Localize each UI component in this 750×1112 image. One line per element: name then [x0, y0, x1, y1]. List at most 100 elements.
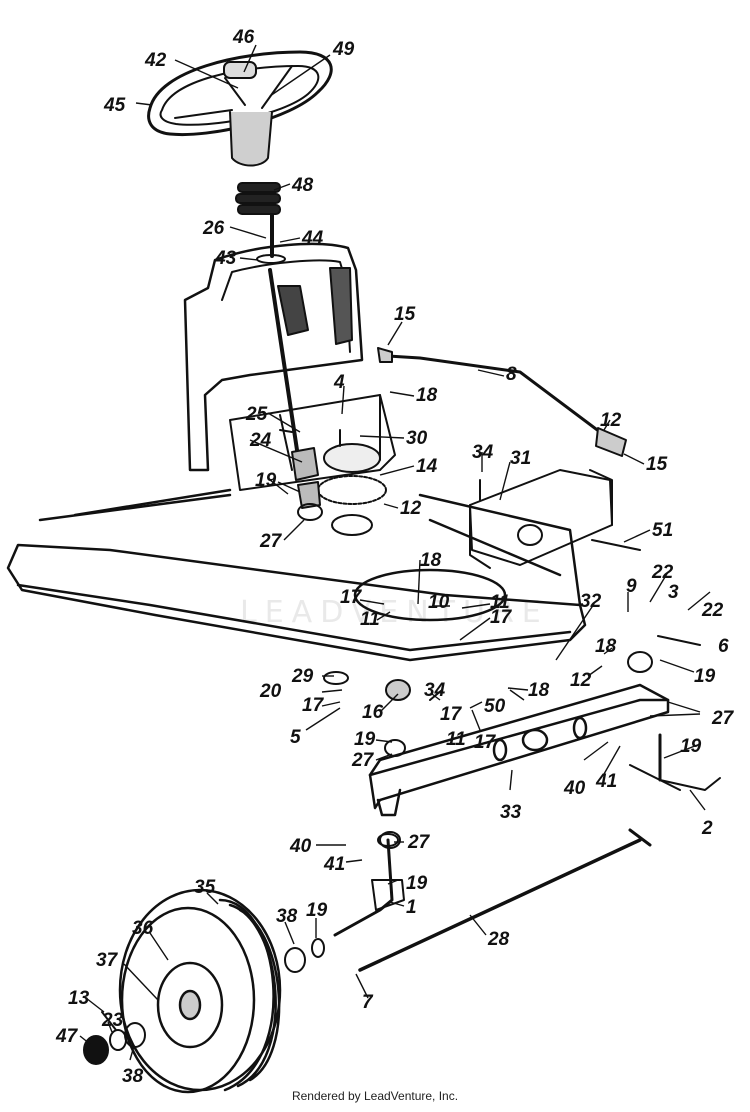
label-6: 6 — [718, 636, 729, 657]
label-8: 8 — [506, 364, 517, 385]
label-17-deck-b: 17 — [490, 607, 513, 628]
hub-bearing — [124, 1022, 146, 1048]
steering-spring — [235, 182, 281, 215]
footer-credit: Rendered by LeadVenture, Inc. — [291, 1089, 459, 1103]
label-19-lower: 19 — [406, 873, 428, 894]
hub-washer — [109, 1029, 127, 1051]
bushing-27-right — [627, 651, 653, 673]
label-18-right: 18 — [595, 636, 617, 657]
label-19-far-right: 19 — [680, 736, 702, 757]
axle-bracket — [469, 469, 613, 569]
spacer-29 — [323, 671, 349, 685]
label-7: 7 — [362, 992, 374, 1013]
label-40-left: 40 — [289, 836, 312, 857]
front-axle — [368, 683, 670, 817]
label-12-right: 12 — [570, 670, 592, 691]
sector-gear — [317, 443, 387, 536]
label-38-right: 38 — [276, 906, 298, 927]
bushing-27-lower — [379, 831, 401, 849]
label-45: 45 — [103, 95, 126, 116]
label-42: 42 — [144, 50, 167, 71]
label-12-upper: 12 — [400, 498, 422, 519]
label-27-mid: 27 — [351, 750, 375, 771]
label-40-right: 40 — [563, 778, 586, 799]
label-17-lower: 17 — [440, 704, 463, 725]
label-4: 4 — [333, 372, 345, 393]
label-41-right: 41 — [595, 771, 617, 792]
label-14: 14 — [416, 456, 438, 477]
label-27-lower: 27 — [407, 832, 431, 853]
label-1: 1 — [406, 897, 417, 918]
label-49: 49 — [332, 39, 355, 60]
shaft-washer — [256, 254, 286, 264]
label-26: 26 — [202, 218, 225, 239]
label-3: 3 — [668, 582, 679, 603]
label-31: 31 — [510, 448, 531, 469]
label-19-axle: 19 — [306, 900, 328, 921]
bushing-27 — [384, 739, 406, 757]
label-34-lower: 34 — [424, 680, 446, 701]
label-16: 16 — [362, 702, 384, 723]
tie-rod — [358, 838, 642, 972]
label-9: 9 — [626, 576, 637, 597]
label-27-right: 27 — [711, 708, 735, 729]
bushing-27-upper — [297, 503, 323, 521]
part-labels: 45 42 46 49 48 26 44 43 15 8 18 4 25 30 … — [55, 27, 735, 1087]
label-19-upper: 19 — [255, 470, 277, 491]
label-25: 25 — [245, 404, 268, 425]
label-19-right: 19 — [694, 666, 716, 687]
label-33: 33 — [500, 802, 522, 823]
main-frame — [6, 488, 587, 662]
cotter-pin — [101, 1011, 117, 1031]
front-wheel — [118, 888, 282, 1094]
label-24: 24 — [249, 430, 272, 451]
label-18-lower: 18 — [528, 680, 550, 701]
label-15-top: 15 — [394, 304, 416, 325]
label-28: 28 — [487, 929, 510, 950]
axle-washer — [311, 938, 325, 958]
label-22-right: 22 — [701, 600, 724, 621]
label-22-top: 22 — [651, 562, 674, 583]
label-37: 37 — [96, 950, 119, 971]
label-32: 32 — [580, 591, 602, 612]
label-27-upper: 27 — [259, 531, 283, 552]
label-23: 23 — [101, 1010, 124, 1031]
label-11-lower: 11 — [446, 729, 466, 750]
gear-bracket — [229, 394, 396, 491]
watermark: LEADVENTURE — [240, 595, 549, 630]
left-spindle — [333, 833, 405, 937]
label-20: 20 — [259, 681, 282, 702]
label-38-left: 38 — [122, 1066, 144, 1087]
leader-lines — [79, 44, 711, 1061]
bushing-16 — [385, 679, 411, 701]
label-41-left: 41 — [323, 854, 345, 875]
label-43: 43 — [214, 248, 237, 269]
label-15-right: 15 — [646, 454, 668, 475]
drag-link — [377, 347, 627, 457]
steering-wheel — [147, 50, 333, 167]
label-12-drag: 12 — [600, 410, 622, 431]
axle-bearing — [284, 947, 306, 973]
label-11-deck-a: 11 — [360, 609, 380, 630]
label-13: 13 — [68, 988, 90, 1009]
label-11-deck-b: 11 — [490, 592, 510, 613]
hub-cap — [83, 1035, 109, 1065]
label-5: 5 — [290, 727, 301, 748]
label-29: 29 — [291, 666, 314, 687]
label-50: 50 — [484, 696, 506, 717]
label-17-bottom: 17 — [474, 732, 497, 753]
label-18-deck: 18 — [420, 550, 442, 571]
label-30: 30 — [406, 428, 428, 449]
label-34-top: 34 — [472, 442, 494, 463]
wheel-cap — [223, 61, 257, 79]
pinion-gear — [291, 447, 321, 509]
label-18-top: 18 — [416, 385, 438, 406]
label-19-mid: 19 — [354, 729, 376, 750]
label-51: 51 — [652, 520, 673, 541]
label-44: 44 — [301, 228, 324, 249]
label-10: 10 — [428, 592, 450, 613]
label-36: 36 — [132, 918, 154, 939]
label-47: 47 — [55, 1026, 79, 1047]
label-17-left: 17 — [302, 695, 325, 716]
label-48: 48 — [291, 175, 314, 196]
